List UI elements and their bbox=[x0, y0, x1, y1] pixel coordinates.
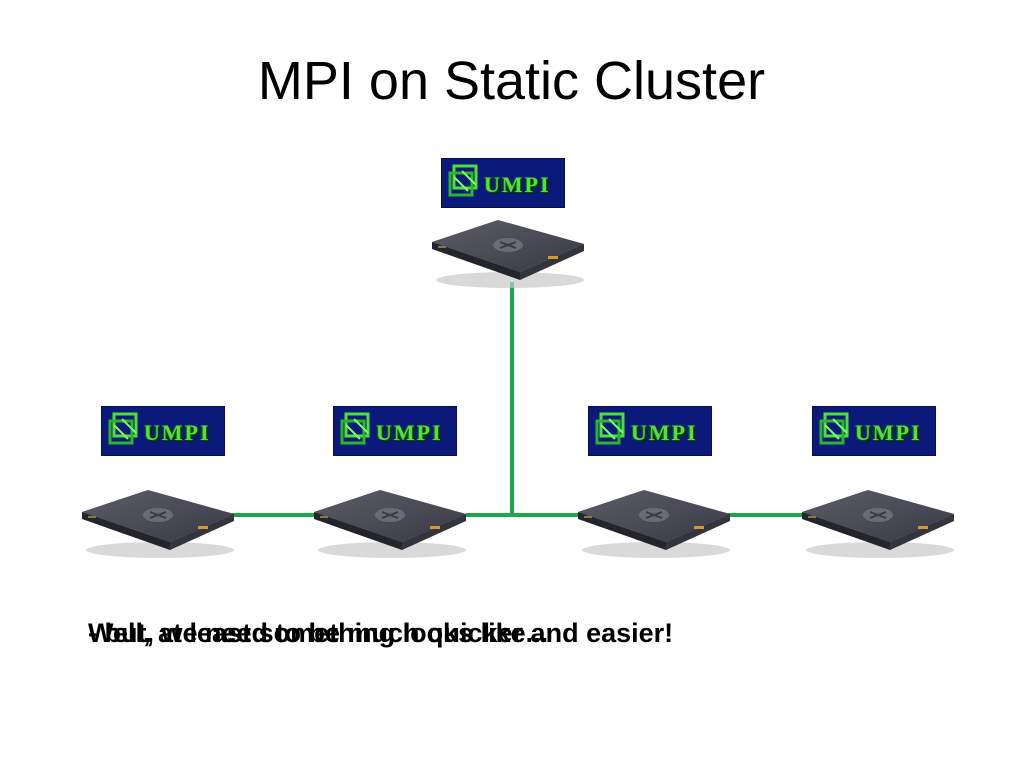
umpi-badge-3: UMPI bbox=[588, 406, 712, 456]
umpi-logo-icon bbox=[340, 411, 376, 447]
umpi-badge-top: UMPI bbox=[441, 158, 565, 208]
umpi-badge-label: UMPI bbox=[376, 420, 443, 445]
umpi-badge-label: UMPI bbox=[631, 420, 698, 445]
caption-second: - but, we need to be much quicker and ea… bbox=[88, 618, 674, 648]
server-icon bbox=[310, 484, 470, 564]
umpi-logo-icon bbox=[819, 411, 855, 447]
server-icon bbox=[428, 214, 588, 294]
umpi-badge-label: UMPI bbox=[484, 172, 551, 197]
umpi-badge-label: UMPI bbox=[855, 420, 922, 445]
umpi-logo-icon bbox=[595, 411, 631, 447]
caption-first: Well, at least something looks like... bbox=[88, 618, 549, 648]
slide-title: MPI on Static Cluster bbox=[257, 51, 766, 111]
server-icon bbox=[798, 484, 958, 564]
umpi-badge-2: UMPI bbox=[333, 406, 457, 456]
server-icon bbox=[78, 484, 238, 564]
server-icon bbox=[574, 484, 734, 564]
umpi-badge-1: UMPI bbox=[101, 406, 225, 456]
umpi-badge-4: UMPI bbox=[812, 406, 936, 456]
umpi-logo-icon bbox=[108, 411, 144, 447]
umpi-badge-label: UMPI bbox=[144, 420, 211, 445]
umpi-logo-icon bbox=[448, 163, 484, 199]
